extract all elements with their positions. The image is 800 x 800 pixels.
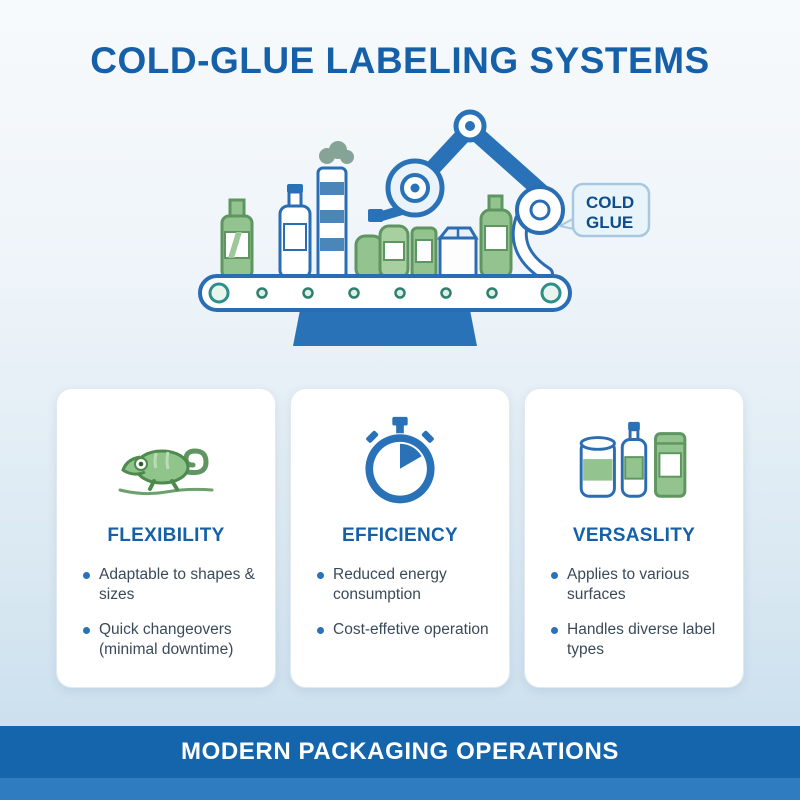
bottle-green-striped [220,198,254,280]
card-efficiency: EFFICIENCY Reduced energy consumption Co… [290,388,510,688]
bullet-item: Applies to various surfaces [551,565,725,605]
stopwatch-icon [309,411,491,515]
card-versatility-heading: VERSASLITY [572,525,696,546]
striped-tower-container [316,166,348,280]
card-flexibility-heading: FLEXIBILITY [107,525,225,546]
cold-glue-callout: COLD GLUE [557,182,651,238]
labeling-machine-illustration: COLD GLUE [198,109,651,346]
page-title: COLD-GLUE LABELING SYSTEMS [90,40,710,81]
footer-banner-main: MODERN PACKAGING OPERATIONS [0,726,800,778]
card-versatility: VERSASLITY Applies to various surfaces H… [524,388,744,688]
bottle-green-right [479,194,513,280]
bullet-item: Quick changeovers (minimal downtime) [83,620,257,660]
card-efficiency-bullets: Reduced energy consumption Cost-effetive… [309,565,491,640]
card-flexibility: FLEXIBILITY Adaptable to shapes & sizes … [56,388,276,688]
callout-text-line1: COLD [586,193,634,212]
footer-banner: MODERN PACKAGING OPERATIONS [0,726,800,800]
card-versatility-bullets: Applies to various surfaces Handles dive… [543,565,725,661]
footer-banner-text: MODERN PACKAGING OPERATIONS [181,738,619,765]
smoke-puff-icon [319,141,354,164]
footer-banner-strip [0,778,800,800]
robotic-arm [368,109,552,222]
chameleon-icon [75,411,257,515]
card-flexibility-bullets: Adaptable to shapes & sizes Quick change… [75,565,257,661]
callout-text-line2: GLUE [586,213,633,232]
feature-cards: FLEXIBILITY Adaptable to shapes & sizes … [56,388,744,688]
bullet-item: Reduced energy consumption [317,565,491,605]
small-green-can [410,226,438,280]
bullet-item: Adaptable to shapes & sizes [83,565,257,605]
bottle-white-label [278,184,312,280]
carton-box [436,226,479,280]
label-roll [511,185,565,282]
containers-icon [543,411,725,515]
bullet-item: Handles diverse label types [551,620,725,660]
green-jars [354,224,410,280]
card-efficiency-heading: EFFICIENCY [342,525,458,546]
bullet-item: Cost-effetive operation [317,620,491,640]
conveyor-belt [198,274,572,312]
machine-pedestal [293,310,477,346]
